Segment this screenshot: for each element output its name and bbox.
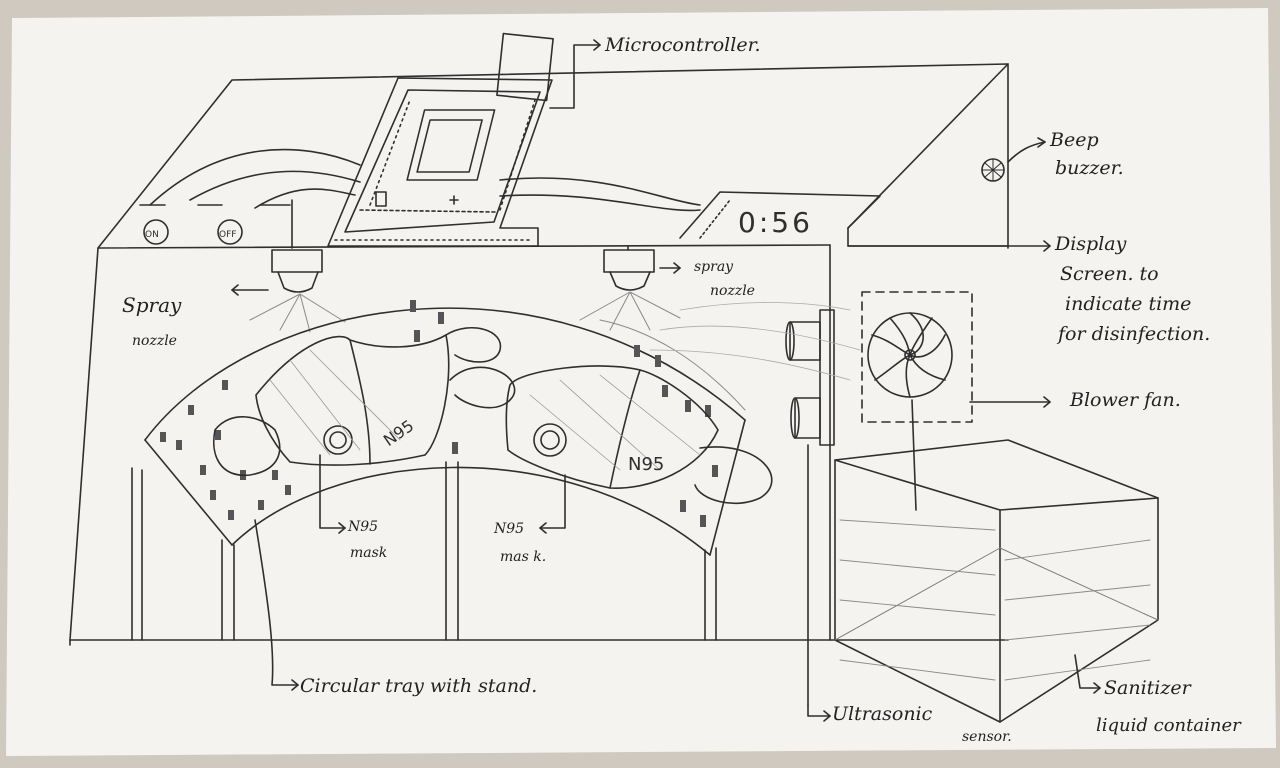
label-display-4: for disinfection. [1058,322,1210,348]
label-n95-right-2: mas k. [500,548,546,567]
on-switch-label: ON [145,230,159,240]
label-microcontroller: Microcontroller. [605,33,761,59]
paper [6,8,1276,756]
label-ultrasonic-2: sensor. [962,728,1012,747]
label-beep: Beep [1050,128,1099,154]
label-display-2: Screen. to [1060,262,1159,288]
label-blower-fan: Blower fan. [1070,388,1181,414]
label-display-1: Display [1055,232,1126,258]
label-ultrasonic-1: Ultrasonic [832,702,932,728]
label-spray-right-2: nozzle [710,282,755,301]
label-n95-right-1: N95 [494,520,524,539]
label-spray-left-1: Spray [122,292,181,319]
label-circular-tray: Circular tray with stand. [300,674,537,700]
label-display-3: indicate time [1065,292,1191,318]
label-spray-left-2: nozzle [132,332,177,351]
label-spray-right-1: spray [694,258,733,277]
off-switch-label: OFF [219,230,236,240]
label-n95-left-2: mask [350,544,387,563]
label-sanitizer-2: liquid container [1096,714,1241,738]
right-mask-print: N95 [628,454,664,475]
label-buzzer: buzzer. [1055,156,1124,182]
label-sanitizer-1: Sanitizer [1104,676,1191,702]
label-n95-left-1: N95 [348,518,378,537]
timer-display-text: 0:56 [738,206,813,239]
